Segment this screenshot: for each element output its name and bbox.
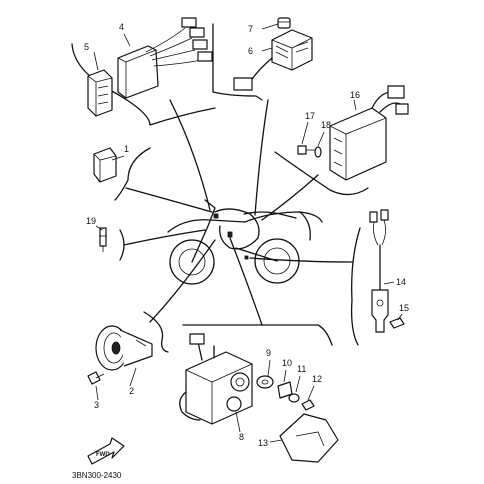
bracket-group-2-3	[143, 311, 169, 353]
callout-13: 13	[258, 438, 268, 448]
washer-11	[288, 393, 300, 403]
bracket-group-1	[114, 147, 151, 201]
flasher-relay	[93, 147, 117, 183]
callout-8: 8	[239, 432, 244, 442]
starter-relay	[179, 333, 253, 425]
callout-14: 14	[396, 277, 406, 287]
callout-leaders	[93, 23, 403, 443]
callout-5: 5	[84, 42, 89, 52]
callout-1: 1	[124, 144, 129, 154]
callout-18: 18	[321, 120, 331, 130]
callout-2: 2	[129, 386, 134, 396]
callout-15: 15	[399, 303, 409, 313]
callout-6: 6	[248, 46, 253, 56]
diagram-code: 3BN300-2430	[72, 471, 122, 480]
callout-11: 11	[297, 364, 306, 374]
rubber-boot	[87, 69, 113, 117]
callout-4: 4	[119, 22, 124, 32]
callout-16: 16	[350, 90, 360, 100]
switch-14	[369, 209, 389, 333]
callout-12: 12	[312, 374, 322, 384]
bracket-group-16	[274, 151, 369, 196]
bracket-group-8-13	[182, 324, 333, 346]
bolt-15	[389, 317, 405, 329]
ignition-coil	[329, 85, 409, 181]
leader-lines	[123, 99, 353, 326]
nut-12	[301, 399, 315, 411]
callout-3: 3	[94, 400, 99, 410]
washer-18	[314, 146, 322, 158]
motorcycle-silhouette	[167, 199, 323, 285]
bolt-3	[87, 371, 105, 385]
callout-9: 9	[266, 348, 271, 358]
callout-7: 7	[248, 24, 253, 34]
bracket-group-4-5	[71, 43, 216, 126]
bracket-group-14	[350, 227, 361, 346]
callouts: 1 2 3 4 5 6 7 8 9 10 11 12 13 14 15 16 1…	[84, 22, 409, 448]
horn	[95, 325, 153, 371]
bracket-group-6-7	[212, 23, 263, 101]
forward-arrow-icon: FWD	[87, 437, 125, 465]
callout-17: 17	[305, 111, 315, 121]
callout-19: 19	[86, 216, 96, 226]
bushing-9	[256, 375, 274, 389]
callout-10: 10	[282, 358, 292, 368]
cdi-unit	[117, 17, 213, 99]
svg-text:FWD: FWD	[96, 452, 110, 458]
cover-13	[279, 413, 339, 463]
cap-screw	[277, 17, 291, 29]
sensor-19	[99, 227, 107, 252]
regulator	[233, 29, 313, 91]
